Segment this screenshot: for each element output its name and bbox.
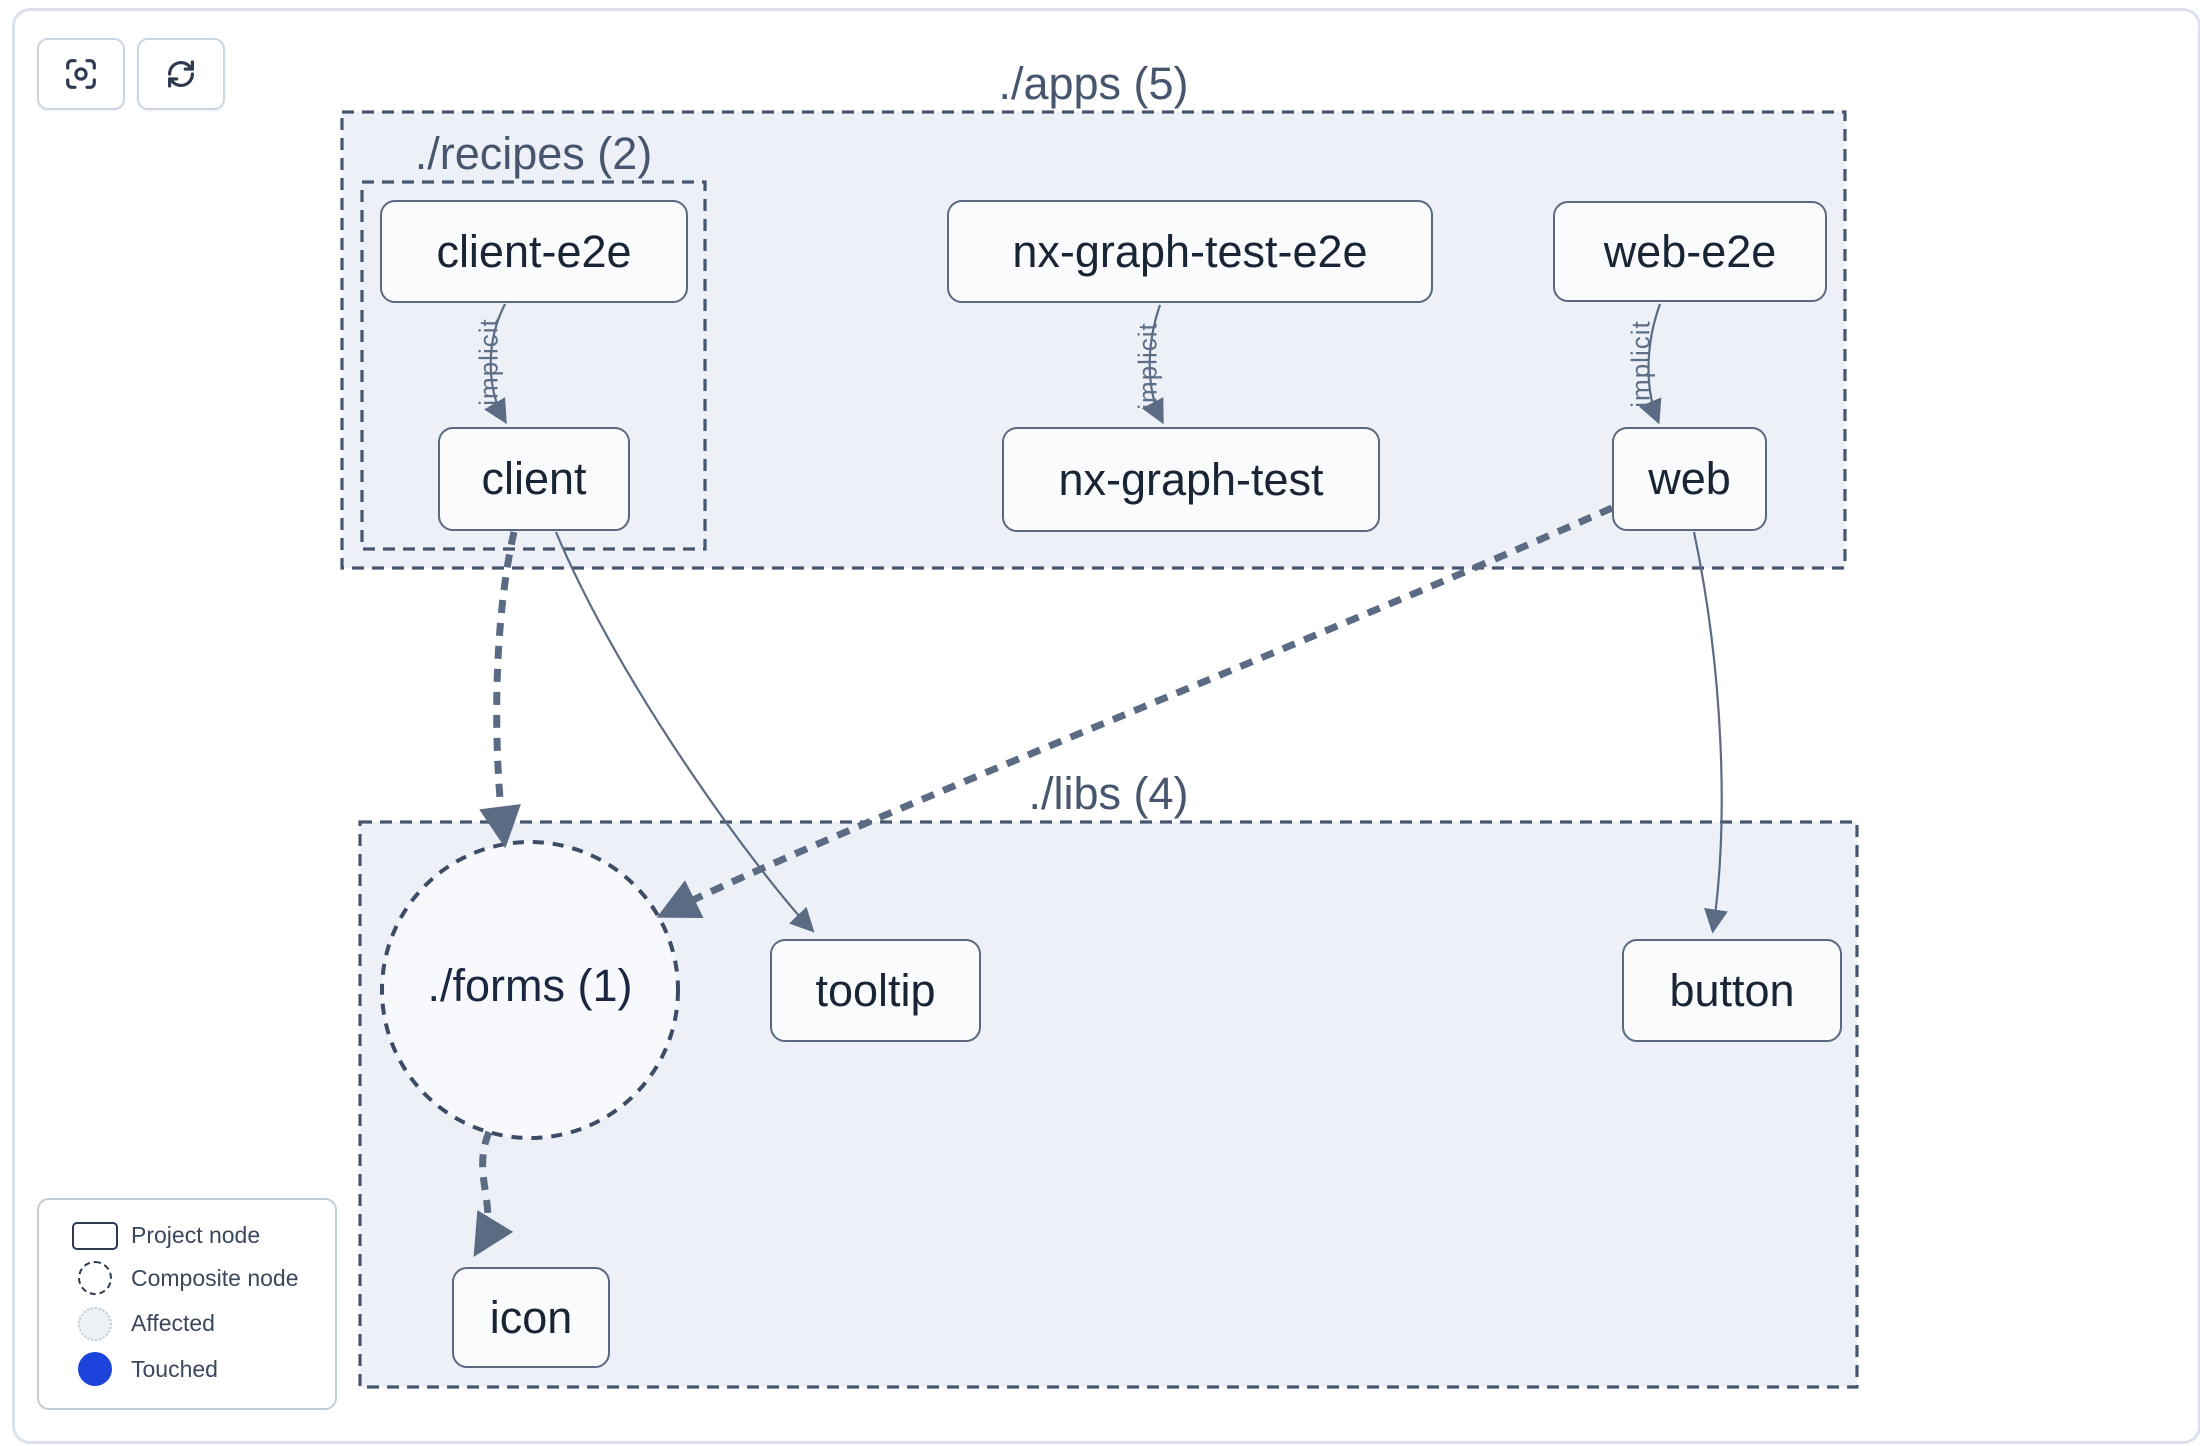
- node-web[interactable]: web: [1612, 427, 1767, 531]
- edge-label-implicit: implicit: [1625, 320, 1656, 408]
- node-nx-graph-test[interactable]: nx-graph-test: [1002, 427, 1380, 532]
- refresh-icon: [162, 55, 200, 93]
- edge-web-e2e-to-web[interactable]: [1638, 303, 1662, 425]
- node-icon[interactable]: icon: [452, 1267, 610, 1368]
- legend-label: Touched: [131, 1355, 218, 1382]
- legend-item-touched: Touched: [59, 1352, 325, 1387]
- legend-label: Composite node: [131, 1264, 299, 1291]
- edge-label-implicit: implicit: [473, 318, 504, 406]
- edge-web-to-button[interactable]: [1692, 531, 1728, 934]
- node-tooltip[interactable]: tooltip: [770, 939, 981, 1042]
- edge-nx-graph-test-e2e-to-nx-graph-test[interactable]: [1141, 304, 1164, 425]
- node-client-e2e[interactable]: client-e2e: [380, 200, 688, 303]
- refresh-button[interactable]: [137, 38, 225, 110]
- composite-node-swatch: [78, 1261, 112, 1296]
- legend-item-project-node: Project node: [59, 1221, 325, 1250]
- group-label-forms: ./forms (1): [427, 960, 633, 1011]
- edge-label-implicit: implicit: [1132, 322, 1163, 410]
- legend-item-composite-node: Composite node: [59, 1261, 325, 1296]
- node-button[interactable]: button: [1622, 939, 1842, 1042]
- node-nx-graph-test-e2e[interactable]: nx-graph-test-e2e: [947, 200, 1433, 303]
- legend: Project node Composite node Affected Tou…: [37, 1198, 337, 1410]
- affected-swatch: [78, 1306, 112, 1341]
- node-web-e2e[interactable]: web-e2e: [1553, 201, 1827, 302]
- group-label-libs: ./libs (4): [1028, 768, 1189, 819]
- legend-label: Project node: [131, 1222, 261, 1249]
- composite-node-forms[interactable]: [380, 840, 680, 1140]
- edge-web-to-forms[interactable]: [656, 504, 1614, 918]
- group-label-apps: ./apps (5): [998, 58, 1189, 109]
- node-client[interactable]: client: [438, 427, 630, 531]
- edge-client-to-tooltip[interactable]: [554, 531, 815, 933]
- legend-label: Affected: [131, 1310, 215, 1337]
- group-recipes-container[interactable]: [360, 180, 707, 551]
- group-label-recipes: ./recipes (2): [414, 128, 653, 179]
- project-node-swatch: [72, 1221, 118, 1250]
- edge-client-e2e-to-client[interactable]: [484, 303, 507, 425]
- touched-swatch: [78, 1352, 112, 1387]
- legend-item-affected: Affected: [59, 1306, 325, 1341]
- focus-icon: [62, 55, 100, 93]
- center-graph-button[interactable]: [37, 38, 125, 110]
